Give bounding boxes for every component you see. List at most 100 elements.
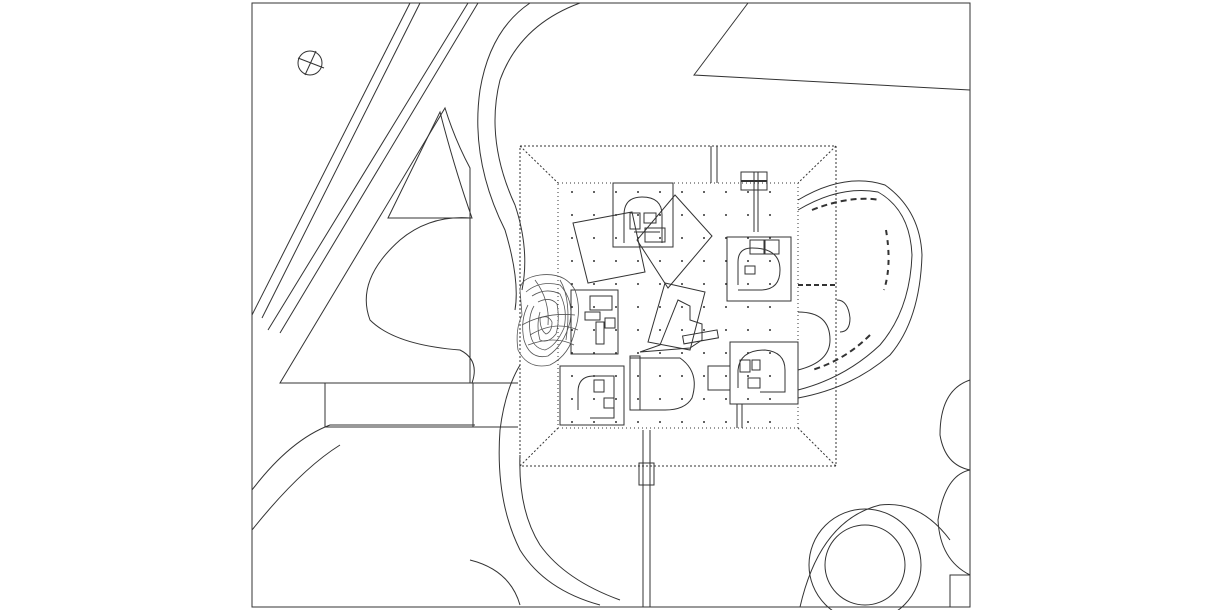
column-dot xyxy=(571,237,573,239)
column-dot xyxy=(769,260,771,262)
outer-platform xyxy=(519,145,837,467)
column-dot xyxy=(725,398,727,400)
column-dot xyxy=(703,237,705,239)
circular-features xyxy=(799,379,971,610)
column-dot xyxy=(747,237,749,239)
column-dot xyxy=(659,283,661,285)
column-dot xyxy=(571,375,573,377)
column-dot xyxy=(593,283,595,285)
southeast-pavilion xyxy=(707,341,799,428)
traffic-island xyxy=(387,110,473,219)
column-dot xyxy=(659,398,661,400)
column-dot xyxy=(659,191,661,193)
column-dot xyxy=(747,214,749,216)
tilted-courts xyxy=(572,194,713,289)
column-dot xyxy=(747,398,749,400)
column-dot xyxy=(747,421,749,423)
column-dot xyxy=(681,214,683,216)
column-dot xyxy=(615,352,617,354)
east-loop xyxy=(797,180,923,399)
column-dot xyxy=(637,398,639,400)
column-dot xyxy=(659,421,661,423)
column-dot xyxy=(725,191,727,193)
column-dot xyxy=(769,214,771,216)
column-grid xyxy=(571,191,771,423)
column-dot xyxy=(659,352,661,354)
east-road xyxy=(693,2,971,91)
column-dot xyxy=(769,352,771,354)
column-dot xyxy=(571,352,573,354)
column-dot xyxy=(769,329,771,331)
column-dot xyxy=(681,421,683,423)
southwest-pavilion xyxy=(559,365,625,426)
column-dot xyxy=(659,237,661,239)
column-dot xyxy=(681,191,683,193)
curved-road xyxy=(251,2,621,606)
column-dot xyxy=(659,214,661,216)
column-dot xyxy=(571,283,573,285)
column-dot xyxy=(703,421,705,423)
column-dot xyxy=(747,283,749,285)
column-dot xyxy=(681,306,683,308)
column-dot xyxy=(593,306,595,308)
column-dot xyxy=(725,260,727,262)
column-dot xyxy=(571,306,573,308)
column-dot xyxy=(571,421,573,423)
column-dot xyxy=(637,306,639,308)
column-dot xyxy=(615,375,617,377)
inner-platform xyxy=(557,182,799,429)
column-dot xyxy=(747,260,749,262)
column-dot xyxy=(703,260,705,262)
column-dot xyxy=(615,283,617,285)
column-dot xyxy=(769,375,771,377)
column-dot xyxy=(769,283,771,285)
south-path xyxy=(638,430,655,607)
column-dot xyxy=(593,237,595,239)
column-dot xyxy=(725,375,727,377)
entry-walkway xyxy=(324,382,518,428)
column-dot xyxy=(681,352,683,354)
column-dot xyxy=(681,237,683,239)
column-dot xyxy=(637,214,639,216)
column-dot xyxy=(571,329,573,331)
column-dot xyxy=(703,191,705,193)
column-dot xyxy=(703,214,705,216)
column-dot xyxy=(571,191,573,193)
land-parcel-west xyxy=(279,106,471,384)
column-dot xyxy=(659,260,661,262)
column-dot xyxy=(615,398,617,400)
column-dot xyxy=(769,237,771,239)
column-dot xyxy=(637,329,639,331)
column-dot xyxy=(615,329,617,331)
column-dot xyxy=(703,352,705,354)
column-dot xyxy=(615,306,617,308)
column-dot xyxy=(571,214,573,216)
column-dot xyxy=(571,398,573,400)
column-dot xyxy=(747,306,749,308)
column-dot xyxy=(725,306,727,308)
column-dot xyxy=(593,329,595,331)
column-dot xyxy=(725,214,727,216)
west-pavilion xyxy=(570,289,619,355)
column-dot xyxy=(747,352,749,354)
north-gate xyxy=(740,171,768,232)
diagonal-road xyxy=(251,2,479,334)
column-dot xyxy=(703,306,705,308)
column-dot xyxy=(593,398,595,400)
column-dot xyxy=(725,283,727,285)
north-arrow-icon xyxy=(297,50,325,76)
column-dot xyxy=(593,191,595,193)
column-dot xyxy=(615,214,617,216)
column-dot xyxy=(593,375,595,377)
column-dot xyxy=(615,191,617,193)
column-dot xyxy=(725,329,727,331)
column-dot xyxy=(725,421,727,423)
column-dot xyxy=(615,237,617,239)
column-dot xyxy=(615,260,617,262)
column-dot xyxy=(769,306,771,308)
column-dot xyxy=(681,260,683,262)
column-dot xyxy=(769,398,771,400)
column-dot xyxy=(637,260,639,262)
column-dot xyxy=(703,329,705,331)
